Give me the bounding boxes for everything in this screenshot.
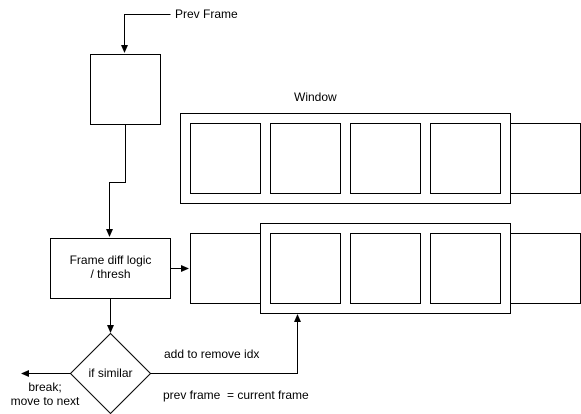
prev-frame-arrow (121, 14, 171, 53)
frame-top-5 (510, 123, 581, 194)
frame-bottom-2 (270, 233, 341, 304)
prev-to-diff-arrow (106, 124, 126, 237)
frame-bottom-3 (350, 233, 421, 304)
break-label: break; move to next (10, 380, 80, 408)
window-label: Window (294, 90, 337, 104)
frame-top-2 (270, 123, 341, 194)
add-to-remove-idx-label: add to remove idx (164, 347, 260, 361)
prev-frame-box (90, 54, 161, 125)
window-top-border (180, 113, 511, 204)
window-bottom-border (260, 223, 511, 314)
frame-top-1 (190, 123, 261, 194)
frame-bottom-5 (510, 233, 581, 304)
frame-top-4 (430, 123, 501, 194)
frame-diff-logic-label: Frame diff logic / thresh (69, 253, 152, 281)
prev-frame-label: Prev Frame (175, 7, 238, 21)
frame-top-3 (350, 123, 421, 194)
prev-equals-current-label: prev frame = current frame (163, 388, 309, 402)
if-similar-label: if similar (88, 366, 133, 380)
frame-bottom-1 (190, 233, 261, 304)
frame-bottom-4 (430, 233, 501, 304)
add-remove-arrow (150, 314, 301, 374)
